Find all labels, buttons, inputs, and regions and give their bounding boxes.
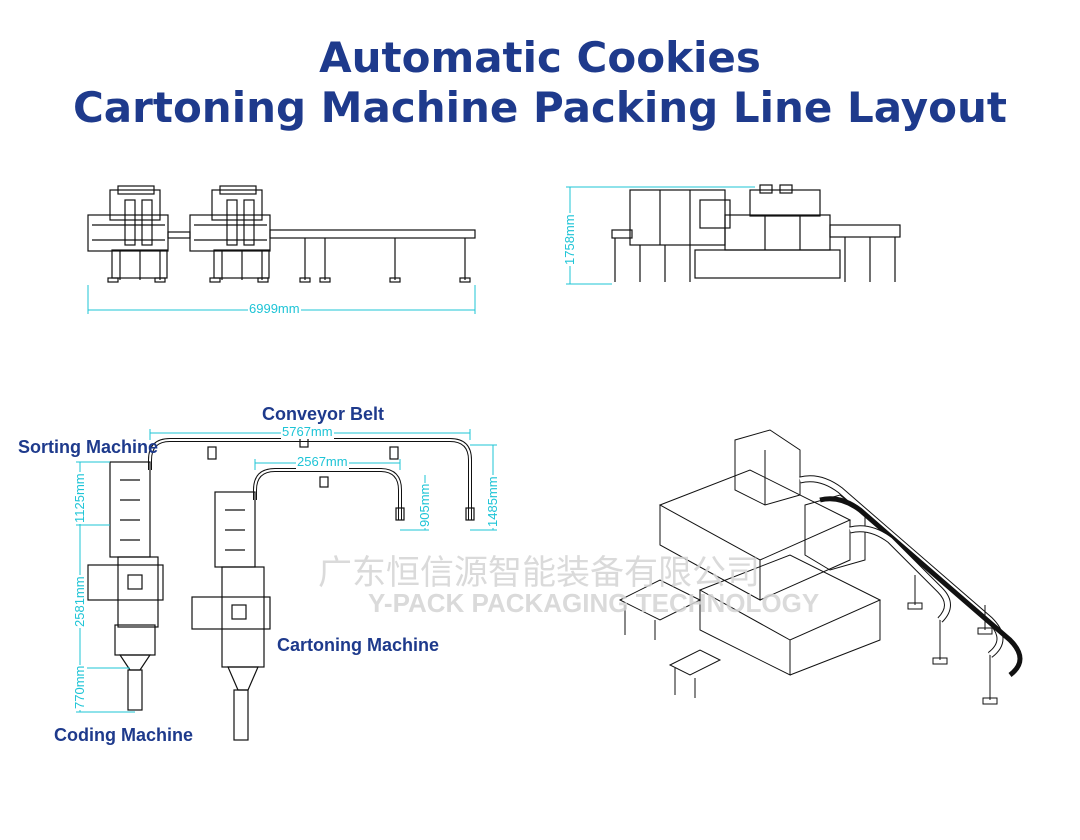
watermark-english: Y-PACK PACKAGING TECHNOLOGY: [368, 588, 820, 618]
label-sorting-machine: Sorting Machine: [18, 437, 159, 457]
dim-belt-outer-depth: 1485mm: [485, 475, 500, 528]
watermark-chinese: 广东恒信源智能装备有限公司: [318, 554, 760, 592]
dim-belt-inner-length: 2567mm: [296, 454, 349, 469]
dimension-lines: [76, 186, 755, 713]
title-line-2: Cartoning Machine Packing Line Layout: [72, 83, 1008, 132]
label-conveyor-belt: Conveyor Belt: [262, 404, 385, 424]
dim-sorting-length: 1125mm: [72, 472, 87, 524]
dim-side-height: 1758mm: [562, 213, 577, 266]
front-elevation-view: [87, 185, 476, 283]
label-cartoning-machine: Cartoning Machine: [277, 635, 440, 655]
dim-machine-length: 2581mm: [72, 575, 87, 628]
dim-belt-inner-depth: 905mm: [417, 482, 432, 528]
dim-coding-length: 770mm: [72, 664, 87, 710]
title-line-1: Automatic Cookies: [319, 33, 761, 82]
dim-belt-outer-length: 5767mm: [281, 424, 334, 439]
dim-front-length: 6999mm: [248, 301, 301, 316]
plan-view: [87, 436, 475, 741]
label-coding-machine: Coding Machine: [54, 725, 193, 745]
side-elevation-view: [611, 184, 901, 282]
isometric-view: [618, 429, 1023, 705]
